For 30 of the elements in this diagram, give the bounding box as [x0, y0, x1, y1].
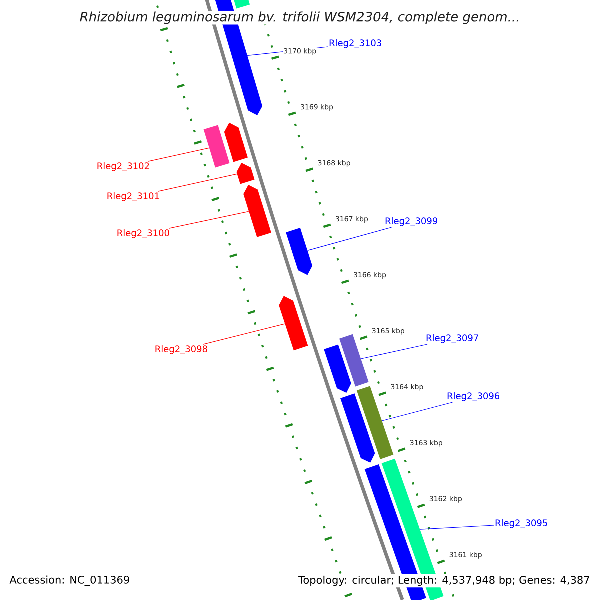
leader-line	[203, 324, 286, 345]
gene-label: Rleg2_3103	[330, 40, 382, 48]
leader-line	[168, 211, 250, 229]
leader-line	[158, 174, 238, 192]
gene-feature	[224, 122, 248, 162]
leader-line	[308, 227, 392, 252]
gene-feature	[279, 296, 308, 351]
gene-label: Rleg2_3101	[108, 192, 160, 202]
gene-label: Rleg2_3096	[448, 392, 500, 402]
gene-feature	[286, 228, 313, 276]
gene-label: Rleg2_3100	[118, 230, 170, 238]
leader-line	[148, 148, 210, 162]
gene-feature	[236, 163, 255, 184]
gene-feature	[232, 0, 250, 9]
gene-feature	[324, 344, 352, 394]
gene-label: Rleg2_3102	[98, 162, 150, 172]
accession-text: Accession: NC_011369	[8, 574, 132, 588]
leader-line	[382, 402, 453, 422]
gene-label: Rleg2_3099	[386, 218, 438, 226]
leader-line	[360, 344, 428, 360]
genome-info-text: Topology: circular; Length: 4,537,948 bp; Genes: 4,387	[297, 574, 592, 588]
gene-feature	[244, 185, 272, 238]
gene-label: Rleg2_3098	[156, 346, 208, 354]
gene-feature	[340, 334, 369, 387]
gene-label: Rleg2_3095	[496, 520, 548, 528]
gene-feature	[204, 125, 230, 168]
gene-label: Rleg2_3097	[426, 334, 478, 344]
leader-line	[420, 525, 494, 530]
gene-feature	[340, 394, 376, 463]
title: Rhizobium leguminosarum bv. trifolii WSM2304, complete genom...	[79, 11, 521, 25]
